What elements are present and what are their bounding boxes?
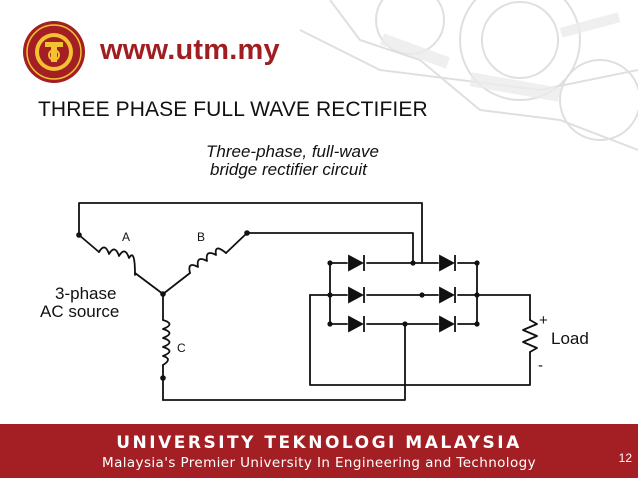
phase-a-label: A	[122, 230, 130, 244]
junction-a	[76, 232, 82, 238]
load-label: Load	[551, 329, 589, 348]
diagram-caption-line1: Three-phase, full-wave	[206, 142, 379, 161]
footer-university-name: UNIVERSITY TEKNOLOGI MALAYSIA	[116, 433, 522, 453]
diagram-caption-line2: bridge rectifier circuit	[210, 160, 368, 179]
wire-phase-a-arm	[78, 234, 100, 253]
wire-load-negative	[309, 294, 531, 386]
junction-c	[160, 375, 166, 381]
coil-phase-a	[98, 246, 136, 276]
slide-number: 12	[618, 451, 632, 465]
diode-top-left	[348, 254, 364, 272]
rectifier-circuit-diagram: Three-phase, full-wave bridge rectifier …	[40, 142, 589, 401]
wire-phase-a-center	[134, 272, 164, 295]
wire-top-loop	[78, 202, 423, 264]
diode-mid-right	[439, 286, 455, 304]
slide-title: THREE PHASE FULL WAVE RECTIFIER	[38, 98, 428, 121]
footer-banner: UNIVERSITY TEKNOLOGI MALAYSIA Malaysia's…	[0, 424, 638, 478]
utm-logo	[23, 21, 85, 83]
diode-bottom-left	[348, 315, 364, 333]
wire-phase-b-arm	[225, 232, 248, 254]
source-label-line2: AC source	[40, 302, 119, 321]
load-minus-sign: -	[538, 357, 543, 374]
wire-phase-b-center	[162, 272, 191, 295]
wire-phase-c-to-bridge	[162, 323, 406, 401]
wire-phase-b-to-bridge	[246, 232, 414, 264]
phase-b-label: B	[197, 230, 205, 244]
diode-top-right	[439, 254, 455, 272]
load-plus-sign: +	[539, 312, 548, 329]
load-resistor	[522, 319, 538, 353]
diode-mid-left	[348, 286, 364, 304]
junction-neutral	[160, 291, 166, 297]
phase-c-label: C	[177, 341, 186, 355]
footer-tagline: Malaysia's Premier University In Enginee…	[102, 455, 536, 471]
coil-phase-c	[162, 319, 171, 366]
diode-bottom-right	[439, 315, 455, 333]
site-url[interactable]: www.utm.my	[100, 34, 280, 66]
source-label-line1: 3-phase	[55, 284, 116, 303]
junction-b	[244, 230, 250, 236]
coil-phase-b	[188, 247, 227, 274]
